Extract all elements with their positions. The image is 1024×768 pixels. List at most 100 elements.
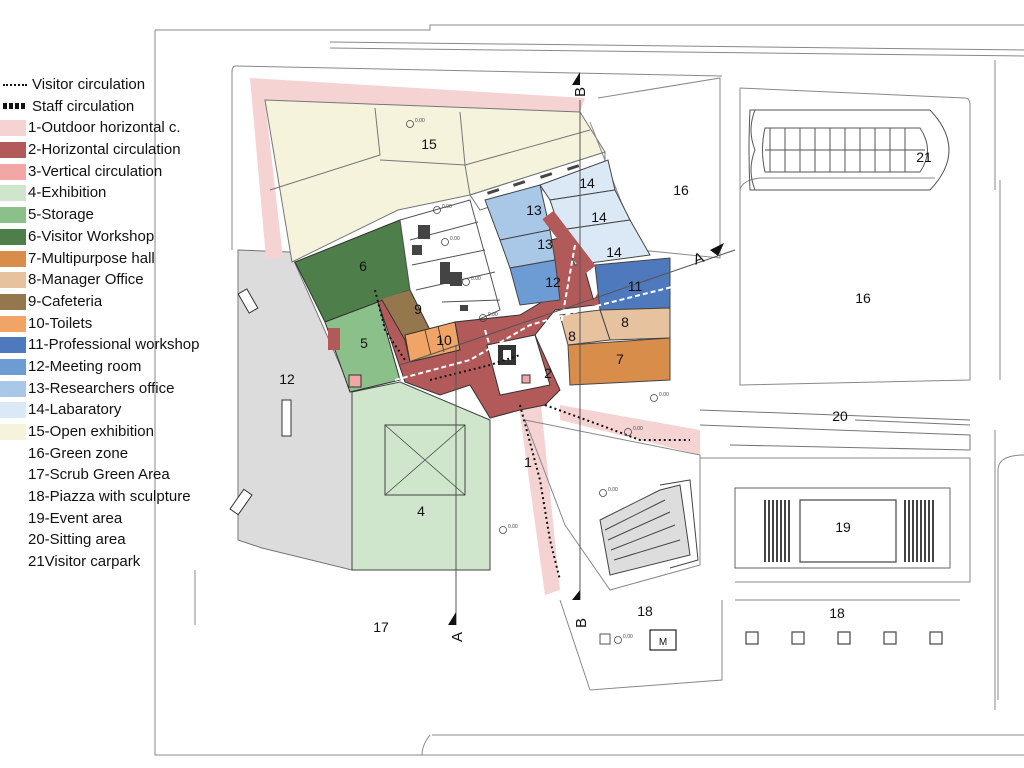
label-4: 4 <box>417 503 425 519</box>
room-storage <box>324 301 401 393</box>
legend-item: 15-Open exhibition <box>0 421 235 443</box>
legend-label: 2-Horizontal circulation <box>28 141 181 159</box>
legend-label: 4-Exhibition <box>28 184 107 202</box>
legend-swatch <box>0 402 26 419</box>
legend-label: 17-Scrub Green Area <box>28 466 170 484</box>
label-18: 18 <box>637 603 653 619</box>
label-13b: 13 <box>537 236 553 252</box>
legend-label: 1-Outdoor horizontal c. <box>28 119 181 137</box>
level-label: 0.00 <box>442 204 452 210</box>
legend-label: 3-Vertical circulation <box>28 162 163 180</box>
legend-label: Staff circulation <box>32 97 135 115</box>
level-label: 0.00 <box>633 426 643 432</box>
label-6: 6 <box>359 258 367 274</box>
legend-item: 21Visitor carpark <box>0 551 235 573</box>
legend-visitor-circulation: Visitor circulation <box>0 74 235 96</box>
label-7: 7 <box>616 351 624 367</box>
legend-swatch <box>0 185 26 202</box>
dotted-line-swatch <box>3 84 27 86</box>
room-exhibition <box>351 381 491 571</box>
legend-item: 17-Scrub Green Area <box>0 464 235 486</box>
label-14: 14 <box>579 175 595 191</box>
outdoor-circulation-south <box>518 395 560 595</box>
label-8b: 8 <box>568 328 576 344</box>
section-markers <box>448 72 724 625</box>
legend-label: 7-Multipurpose hall <box>28 249 155 267</box>
legend-label: 19-Event area <box>28 509 123 527</box>
site-roads <box>154 24 1024 756</box>
legend-label: 21Visitor carpark <box>28 553 141 571</box>
legend-item: 4-Exhibition <box>0 182 235 204</box>
legend-item: 1-Outdoor horizontal c. <box>0 117 235 139</box>
legend-label: Visitor circulation <box>32 76 146 93</box>
sitting-area <box>699 409 971 451</box>
label-16b: 16 <box>855 290 871 306</box>
label-17: 17 <box>373 619 389 635</box>
visitor-circulation-line <box>374 289 690 581</box>
legend-swatch <box>0 337 26 354</box>
event-area <box>700 457 971 583</box>
legend-label: 15-Open exhibition <box>28 423 154 440</box>
legend-swatch <box>0 315 26 332</box>
section-a-label-east: A <box>691 249 706 268</box>
level-label: 0.00 <box>623 634 633 640</box>
legend-label: 13-Researchers office <box>28 379 175 397</box>
legend-label: 6-Visitor Workshop <box>28 227 155 245</box>
legend-swatch <box>0 272 26 289</box>
legend-swatch <box>0 293 26 310</box>
legend-label: 20-Sitting area <box>28 531 126 549</box>
legend-items: 1-Outdoor horizontal c. 2-Horizontal circ… <box>0 117 235 572</box>
label-2: 2 <box>544 365 552 381</box>
legend-label: 11-Professional workshop <box>28 336 200 354</box>
staff-circulation-line <box>394 244 701 381</box>
level-label: 0.00 <box>471 276 481 282</box>
monument-label: M <box>659 637 667 648</box>
amphitheatre <box>524 419 701 591</box>
legend-swatch <box>0 380 26 397</box>
legend-swatch <box>0 142 26 159</box>
legend-label: 18-Piazza with sculpture <box>28 488 191 506</box>
level-label: 0.00 <box>608 487 618 493</box>
legend-swatch <box>0 120 26 137</box>
label-16: 16 <box>673 182 689 198</box>
legend-item: 2-Horizontal circulation <box>0 139 235 161</box>
legend-item: 5-Storage <box>0 204 235 226</box>
legend-item: 11-Professional workshop <box>0 334 235 356</box>
legend-item: 18-Piazza with sculpture <box>0 486 235 508</box>
legend-item: 19-Event area <box>0 508 235 530</box>
label-9: 9 <box>414 301 422 317</box>
label-8: 8 <box>621 314 629 330</box>
legend-item: 20-Sitting area <box>0 529 235 551</box>
legend-label: 16-Green zone <box>28 444 129 462</box>
legend-label: 9-Cafeteria <box>28 292 103 310</box>
section-a-label: A <box>449 632 466 642</box>
legend-label: 5-Storage <box>28 206 94 224</box>
car-icon <box>229 288 292 516</box>
legend-item: 16-Green zone <box>0 443 235 465</box>
legend-swatch <box>0 228 26 245</box>
label-14b: 14 <box>591 209 607 225</box>
legend-swatch <box>0 163 26 180</box>
label-11: 11 <box>628 278 643 294</box>
label-10: 10 <box>436 332 452 348</box>
outdoor-circulation-east <box>560 405 700 455</box>
label-20: 20 <box>832 408 848 424</box>
legend-item: 13-Researchers office <box>0 378 235 400</box>
outdoor-circulation-north <box>250 78 585 258</box>
legend: Visitor circulation Staff circulation 1-… <box>0 74 235 573</box>
piazza-benches <box>745 631 943 645</box>
label-5: 5 <box>360 335 368 351</box>
legend-swatch <box>0 250 26 267</box>
legend-label: 12-Meeting room <box>28 357 142 375</box>
legend-swatch <box>0 424 26 440</box>
label-14c: 14 <box>606 244 622 260</box>
legend-item: 8-Manager Office <box>0 269 235 291</box>
legend-label: 14-Labaratory <box>28 401 122 419</box>
dashed-line-swatch <box>3 102 27 109</box>
legend-item: 9-Cafeteria <box>0 291 235 313</box>
east-block <box>484 159 671 386</box>
legend-item: 14-Labaratory <box>0 399 235 421</box>
label-12b: 12 <box>545 274 561 290</box>
legend-item: 3-Vertical circulation <box>0 161 235 183</box>
